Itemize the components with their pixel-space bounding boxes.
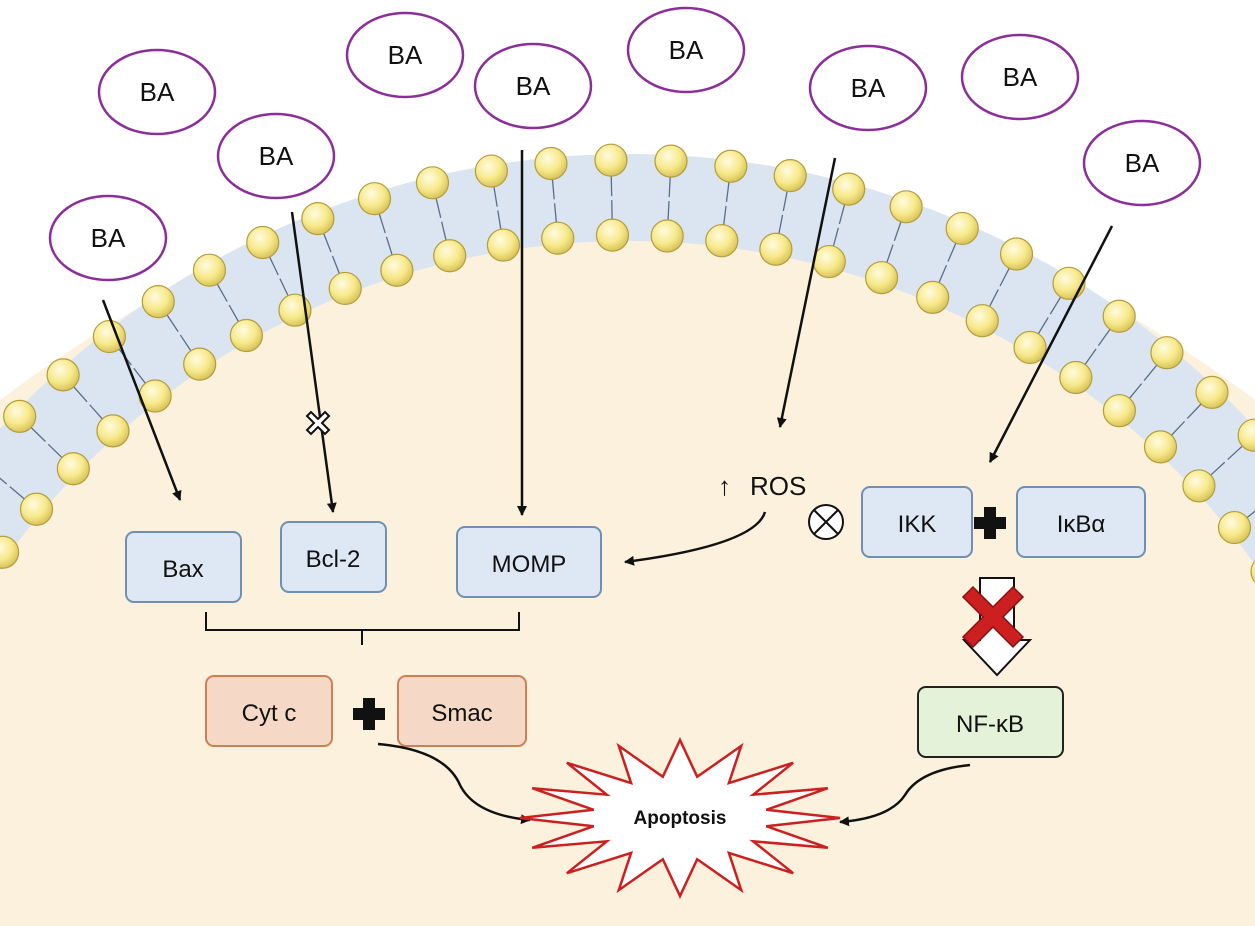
- ba-label: BA: [1003, 62, 1038, 92]
- ba-label: BA: [140, 77, 175, 107]
- ba-molecule: BA: [626, 6, 746, 94]
- ros-label: ↑ ROS: [718, 471, 806, 501]
- entry-arrows: [101, 150, 1114, 516]
- ba-molecule: BA: [960, 33, 1080, 121]
- inhibition-x-icon: [305, 410, 331, 436]
- ba-label: BA: [516, 71, 551, 101]
- apoptosis-burst: Apoptosis: [519, 737, 841, 899]
- ba-label: BA: [1125, 148, 1160, 178]
- ba-label: BA: [669, 35, 704, 65]
- bcl2-label: Bcl-2: [306, 546, 361, 573]
- ros-text: ROS: [750, 471, 806, 501]
- ikba-label: IκBα: [1057, 511, 1106, 538]
- plus-icon-cytc-smac: [353, 698, 385, 730]
- arrow-ba-to-bax: [101, 299, 182, 501]
- membrane-band: [0, 153, 1255, 567]
- ba-label: BA: [259, 141, 294, 171]
- otimes-icon: [808, 504, 844, 540]
- arrow-ros-to-momp: [624, 511, 767, 566]
- arrow-ba-to-ros: [776, 157, 837, 428]
- arrow-cytc-smac-to-apoptosis: [377, 742, 531, 825]
- ba-label: BA: [851, 73, 886, 103]
- red-cross-icon: [961, 585, 1025, 649]
- cytc-label: Cyt c: [242, 700, 297, 727]
- ikk-box: IKK: [861, 486, 973, 558]
- lipid-bilayer-membrane: [0, 143, 1255, 583]
- ba-molecule: BA: [97, 48, 217, 136]
- group-bracket: [205, 612, 520, 645]
- ba-molecule: BA: [48, 194, 168, 282]
- ba-molecules: BA BA BA BA BA BA BA BA BA: [48, 6, 1202, 282]
- ikk-label: IKK: [898, 511, 937, 538]
- lipid-heads: [0, 143, 1255, 583]
- ba-molecule: BA: [345, 11, 465, 99]
- arrow-nfkb-to-apoptosis: [839, 763, 971, 827]
- ikba-box: IκBα: [1016, 486, 1146, 558]
- ros-up-arrow: ↑: [718, 471, 731, 501]
- momp-label: MOMP: [492, 551, 567, 578]
- ba-molecule: BA: [473, 42, 593, 130]
- apoptosis-label: Apoptosis: [634, 808, 727, 829]
- bax-label: Bax: [162, 556, 203, 583]
- smac-box: Smac: [397, 675, 527, 747]
- nfkb-box: NF-κB: [917, 686, 1064, 758]
- ba-label: BA: [388, 40, 423, 70]
- bax-box: Bax: [125, 531, 242, 603]
- cytc-box: Cyt c: [205, 675, 333, 747]
- ba-molecule: BA: [808, 44, 928, 132]
- ba-molecule: BA: [1082, 119, 1202, 207]
- momp-box: MOMP: [456, 526, 602, 598]
- smac-label: Smac: [431, 700, 492, 727]
- bcl2-box: Bcl-2: [280, 521, 387, 593]
- ba-molecule: BA: [216, 112, 336, 200]
- arrow-ba-to-ikk: [988, 225, 1114, 463]
- plus-icon-ikk-ikba: [974, 507, 1006, 539]
- arrow-ba-to-bcl2: [290, 211, 337, 513]
- ba-label: BA: [91, 223, 126, 253]
- nfkb-label: NF-κB: [956, 711, 1024, 738]
